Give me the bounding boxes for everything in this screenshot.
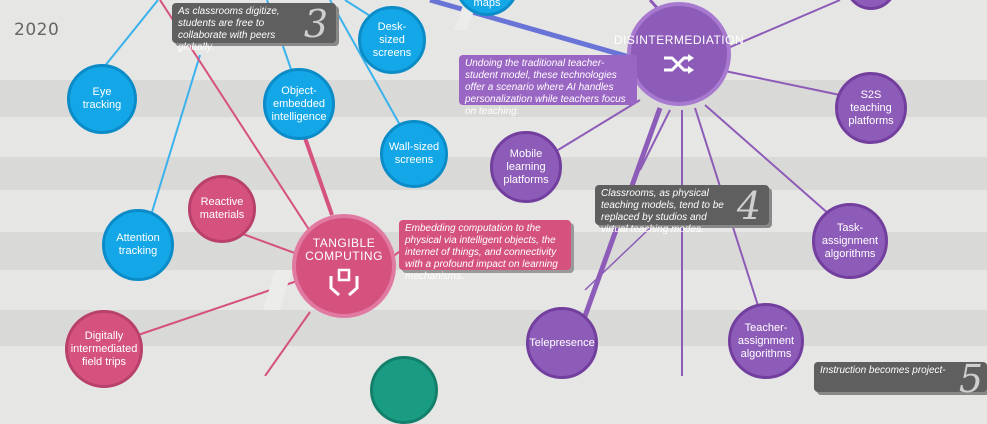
node-label: Attention tracking: [116, 232, 160, 257]
hands-cube-icon: [329, 268, 359, 296]
node-teacher-assignment-algorithms[interactable]: Teacher-assignment algorithms: [728, 303, 804, 379]
hub-title: DISINTERMEDIATION: [613, 32, 745, 47]
node-label: Task-assignment algorithms: [821, 221, 879, 260]
hub-title: TANGIBLE COMPUTING: [305, 235, 383, 263]
node-label: maps: [473, 0, 501, 9]
year-label: 2020: [14, 20, 60, 40]
insight-card-4: Classrooms, as physical teaching models,…: [595, 184, 769, 235]
tangible-computing-description: Embedding computation to the physical vi…: [399, 220, 571, 282]
node-label: Eye tracking: [82, 86, 122, 111]
insight-card-3: As classrooms digitize, students are fre…: [172, 2, 336, 53]
timeline-band: [0, 310, 987, 346]
node-label: Object-embedded intelligence: [271, 84, 327, 123]
card-number: 5: [958, 357, 983, 401]
node-wall-sized-screens[interactable]: Wall-sized screens: [380, 120, 448, 188]
node-digitally-intermediated-field-trips[interactable]: Digitally intermediated field trips: [65, 310, 143, 388]
node-label: Reactive materials: [199, 196, 245, 221]
node-task-assignment-algorithms[interactable]: Task-assignment algorithms: [812, 203, 888, 279]
node-mobile-learning-platforms[interactable]: Mobile learning platforms: [490, 131, 562, 203]
card-number: 3: [303, 2, 328, 46]
card-text: Classrooms, as physical teaching models,…: [601, 188, 724, 235]
card-text: Instruction becomes project-: [820, 365, 946, 376]
node-label: Mobile learning platforms: [503, 147, 549, 186]
node-object-embedded-intelligence[interactable]: Object-embedded intelligence: [263, 68, 335, 140]
node-s2s-teaching-platforms[interactable]: S2S teaching platforms: [835, 72, 907, 144]
hub-disintermediation[interactable]: DISINTERMEDIATION: [614, 2, 744, 106]
node-desk-sized-screens[interactable]: Desk-sized screens: [358, 6, 426, 74]
card-number: 4: [736, 184, 761, 228]
insight-card-5: Instruction becomes project- 5: [814, 360, 987, 398]
card-text: Embedding computation to the physical vi…: [405, 223, 558, 282]
card-text: Undoing the traditional teacher-student …: [465, 58, 626, 117]
hub-tangible-computing[interactable]: TANGIBLE COMPUTING: [292, 214, 396, 318]
node-label: S2S teaching platforms: [848, 88, 894, 127]
node-eye-tracking[interactable]: Eye tracking: [67, 64, 137, 134]
disintermediation-description: Undoing the traditional teacher-student …: [459, 55, 637, 117]
node-label: Telepresence: [529, 336, 595, 349]
node-teal-partial[interactable]: [370, 356, 438, 424]
node-label: Digitally intermediated field trips: [70, 329, 138, 368]
shuffle-icon: [664, 53, 694, 74]
node-telepresence[interactable]: Telepresence: [526, 307, 598, 379]
node-reactive-materials[interactable]: Reactive materials: [188, 175, 256, 243]
node-label: Desk-sized screens: [372, 20, 412, 59]
node-label: Wall-sized screens: [388, 141, 440, 166]
card-text: As classrooms digitize, students are fre…: [178, 6, 280, 53]
node-label: Teacher-assignment algorithms: [737, 321, 795, 360]
node-attention-tracking[interactable]: Attention tracking: [102, 209, 174, 281]
